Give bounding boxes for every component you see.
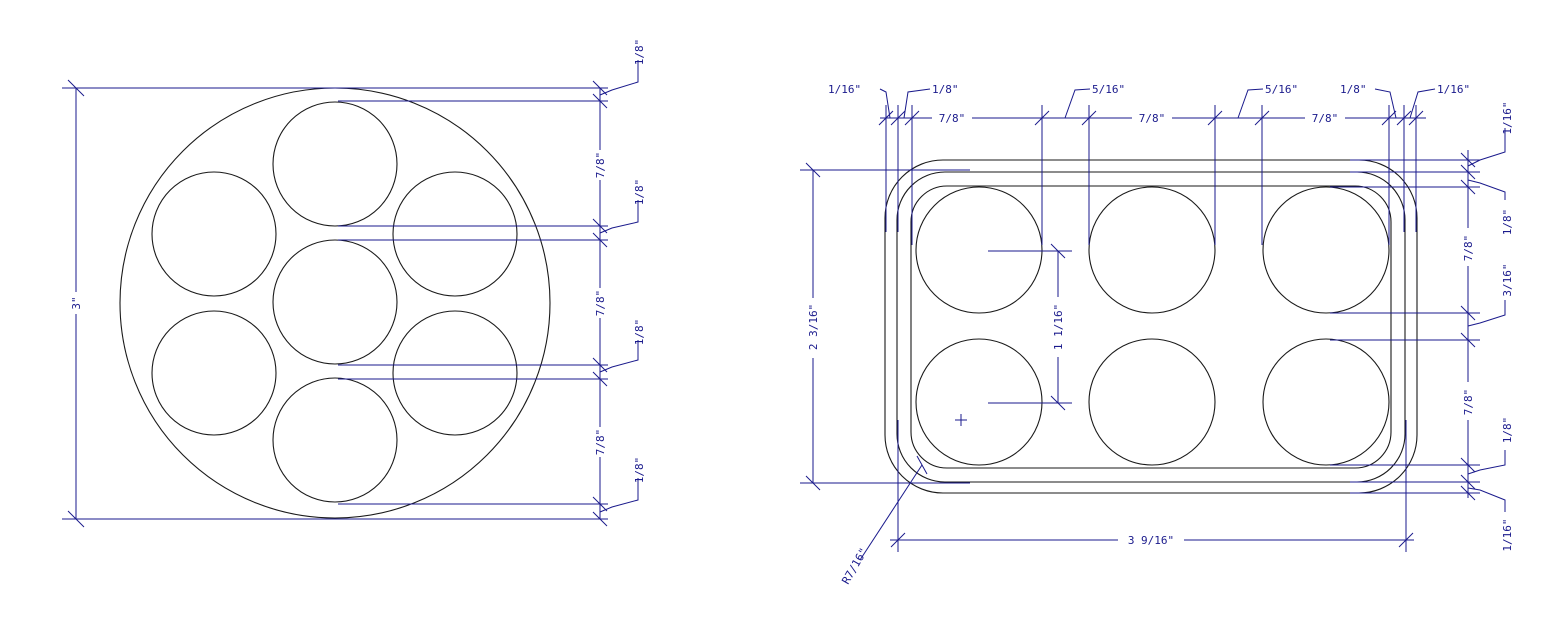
dim-right-2: 1/8" xyxy=(1501,209,1514,236)
dim-bottom-width: 3 9/16" xyxy=(890,420,1414,552)
dim-label-gap-3: 1/8" xyxy=(633,319,646,346)
dim-label-gap-2: 1/8" xyxy=(633,179,646,206)
hole-bottom xyxy=(272,377,398,503)
dim-col-3: 7/8" xyxy=(1312,112,1339,125)
dim-col-2: 7/8" xyxy=(1139,112,1166,125)
dim-top-1: 1/16" xyxy=(828,83,861,96)
dim-right-3: 7/8" xyxy=(1462,235,1475,262)
dim-top-6: 1/16" xyxy=(1437,83,1470,96)
dim-right-5: 7/8" xyxy=(1462,389,1475,416)
dim-label-gap-4: 1/8" xyxy=(633,457,646,484)
cup-r2c1 xyxy=(915,338,1043,466)
dim-top-4: 5/16" xyxy=(1265,83,1298,96)
cup-r2c3 xyxy=(1262,338,1390,466)
dim-label-pitch-1: 7/8" xyxy=(594,152,607,179)
left-drawing: 3" xyxy=(62,39,646,528)
hole-upper-left xyxy=(151,171,277,297)
cup-r1c3 xyxy=(1262,186,1390,314)
dim-right-stack: 1/8" 7/8" 1/8" 7/8" 1/8" 7/8" 1/8" xyxy=(338,39,646,527)
tray-outer xyxy=(884,159,1418,494)
dim-col-1: 7/8" xyxy=(939,112,966,125)
dim-label-1-1-16: 1 1/16" xyxy=(1052,304,1065,350)
dim-top-5: 1/8" xyxy=(1340,83,1367,96)
dim-label-pitch-3: 7/8" xyxy=(594,429,607,456)
dim-top-3: 5/16" xyxy=(1092,83,1125,96)
dim-label-gap-1: 1/8" xyxy=(633,39,646,66)
dim-left-height: 2 3/16" xyxy=(800,162,970,491)
cup-r1c1 xyxy=(915,186,1043,314)
dim-right-7: 1/16" xyxy=(1501,518,1514,551)
dim-top-chain: 7/8" 7/8" 7/8" 1/16" 1/8" 5/16" 5/16" 1/… xyxy=(828,83,1470,245)
dim-label-3in: 3" xyxy=(70,296,83,309)
hole-lower-right xyxy=(392,310,518,436)
dim-top-2: 1/8" xyxy=(932,83,959,96)
cup-r1c2 xyxy=(1088,186,1216,314)
right-drawing: 7/8" 7/8" 7/8" 1/16" 1/8" 5/16" 5/16" 1/… xyxy=(800,83,1514,587)
dim-right-4: 3/16" xyxy=(1501,263,1514,296)
hole-top xyxy=(272,101,398,227)
dim-right-6: 1/8" xyxy=(1501,417,1514,444)
hole-center xyxy=(272,239,398,365)
hole-lower-left xyxy=(151,310,277,436)
dim-label-pitch-2: 7/8" xyxy=(594,290,607,317)
dim-label-2-3-16: 2 3/16" xyxy=(807,304,820,350)
dim-center-distance: 1 1/16" xyxy=(988,243,1072,411)
hole-upper-right xyxy=(392,171,518,297)
dim-right-stack-2: 1/16" 1/8" 7/8" 3/16" 7/8" 1/8" 1/16" xyxy=(1330,101,1514,552)
dim-label-3-9-16: 3 9/16" xyxy=(1128,534,1174,547)
dim-overall-height: 3" xyxy=(62,79,608,528)
center-mark xyxy=(955,414,967,426)
tray-floor xyxy=(910,185,1392,469)
outer-circle xyxy=(119,87,551,519)
dim-label-radius: R7/16" xyxy=(839,546,870,587)
tray-inner xyxy=(896,171,1406,483)
dim-radius: R7/16" xyxy=(839,455,928,587)
cup-r2c2 xyxy=(1088,338,1216,466)
dim-right-1: 1/16" xyxy=(1501,101,1514,134)
